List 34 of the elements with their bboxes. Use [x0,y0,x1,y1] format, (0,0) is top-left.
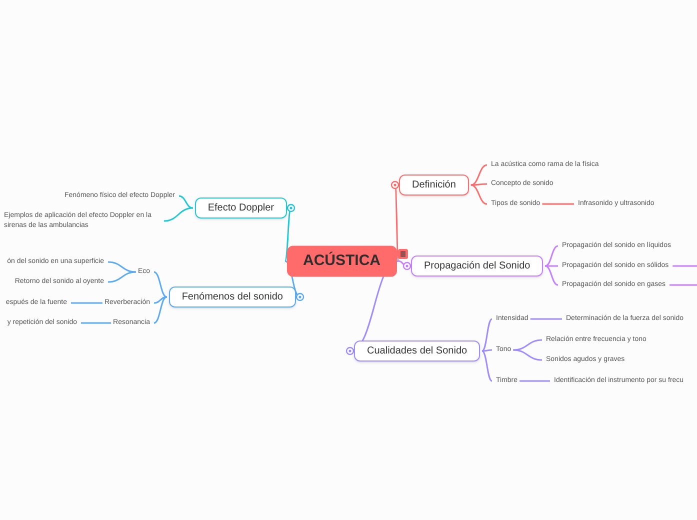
connector-line [672,265,697,267]
connector-line [470,184,488,205]
connector-line [390,180,400,262]
connector-line [482,350,492,382]
connector-line [398,260,412,270]
topic-box: Definición [399,174,469,196]
connector-line [513,339,542,351]
connector-line [470,164,488,186]
topic-box: Cualidades del Sonido [354,340,480,362]
connector-line [482,318,492,352]
connector-line [164,207,193,222]
connector-line [545,245,558,267]
connector-line [520,380,550,382]
connector-line [530,318,562,320]
connector-line [482,349,492,352]
connector-line [71,302,102,304]
central-topic: ACÚSTICA [287,246,396,276]
connector-line [513,349,542,361]
connector-line [670,284,697,286]
connector-line [284,204,296,262]
connector-line [545,265,558,286]
connector-line [154,296,168,324]
connector-line [81,322,112,324]
connector-line [108,261,136,273]
topic-box: Fenómenos del sonido [168,286,296,308]
topic-box: Propagación del Sonido [411,256,544,276]
connector-line [542,203,574,205]
connector-line [545,265,558,267]
connector-line [178,195,193,209]
connector-line [154,296,167,304]
connector-line [108,271,136,283]
topic-box: Efecto Doppler [194,198,287,218]
connector-line [470,183,487,186]
connector-line [154,271,168,298]
